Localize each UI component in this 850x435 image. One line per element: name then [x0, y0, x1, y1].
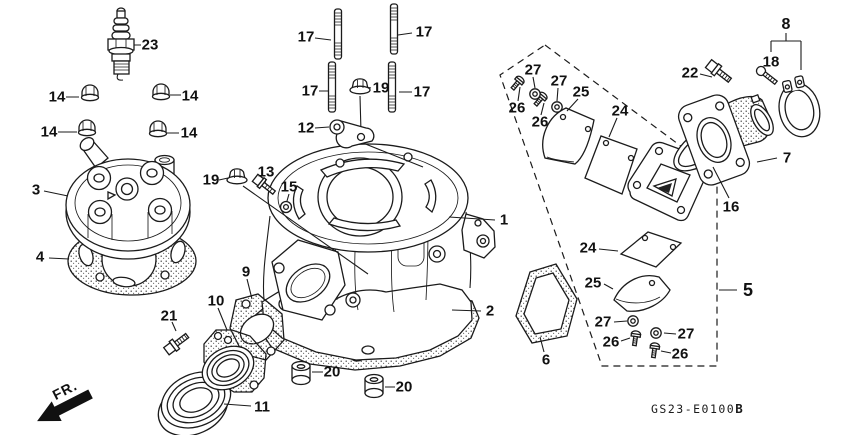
part-bolt-13 [251, 173, 277, 196]
callout-27: 27 [594, 313, 612, 331]
part-tube-clamp [778, 75, 821, 138]
callout-26: 26 [602, 333, 620, 351]
callout-21: 21 [160, 307, 178, 325]
callout-1: 1 [499, 211, 509, 229]
callout-19: 19 [202, 171, 220, 189]
callout-17: 17 [301, 82, 319, 100]
part-cable-bracket [329, 119, 375, 149]
part-spark-plug [107, 7, 135, 81]
fr-arrow-icon [37, 389, 93, 422]
callout-27: 27 [550, 72, 568, 90]
callout-8: 8 [781, 16, 791, 33]
callout-20: 20 [323, 363, 341, 381]
callout-14: 14 [180, 124, 198, 142]
part-bolt-21 [162, 332, 190, 356]
callout-27: 27 [524, 61, 542, 79]
part-cap-nuts [77, 83, 171, 138]
callout-14: 14 [40, 123, 58, 141]
callout-10: 10 [207, 292, 225, 310]
callout-14: 14 [181, 87, 199, 105]
part-intake-manifold [201, 329, 267, 393]
callout-9: 9 [241, 263, 251, 281]
callout-26: 26 [508, 99, 526, 117]
callout-3: 3 [31, 181, 41, 199]
diagram-code-main: GS23-E0100 [651, 402, 736, 416]
callout-17: 17 [297, 28, 315, 46]
callout-25: 25 [584, 274, 602, 292]
leader-lines [43, 32, 802, 407]
callout-26: 26 [671, 345, 689, 363]
callout-5: 5 [742, 280, 754, 300]
callout-17: 17 [413, 83, 431, 101]
callout-2: 2 [485, 302, 495, 320]
part-bolt-22 [704, 58, 733, 84]
callout-19: 19 [372, 79, 390, 97]
part-screw-18 [755, 65, 779, 86]
callout-12: 12 [297, 119, 315, 137]
diagram-code: GS23-E0100B [651, 401, 743, 416]
part-cylinder-head [65, 136, 191, 260]
part-washer-15 [279, 200, 293, 214]
callout-23: 23 [141, 36, 159, 54]
callout-20: 20 [395, 378, 413, 396]
callout-13: 13 [257, 163, 275, 181]
callout-26: 26 [531, 113, 549, 131]
callout-7: 7 [782, 149, 792, 167]
part-reed-gasket-6 [515, 263, 578, 344]
callout-25: 25 [572, 83, 590, 101]
part-intake-pipe [677, 93, 774, 186]
diagram-code-suffix: B [735, 401, 743, 416]
callout-17: 17 [415, 23, 433, 41]
callout-14: 14 [48, 88, 66, 106]
callout-24: 24 [579, 239, 597, 257]
callout-24: 24 [611, 102, 629, 120]
callout-27: 27 [677, 325, 695, 343]
callout-16: 16 [722, 198, 740, 216]
callout-4: 4 [35, 248, 45, 266]
callout-22: 22 [681, 64, 699, 82]
callout-6: 6 [541, 351, 551, 369]
callout-11: 11 [254, 398, 270, 416]
callout-18: 18 [762, 53, 780, 71]
callout-15: 15 [280, 178, 298, 196]
part-cylinder [261, 143, 496, 361]
